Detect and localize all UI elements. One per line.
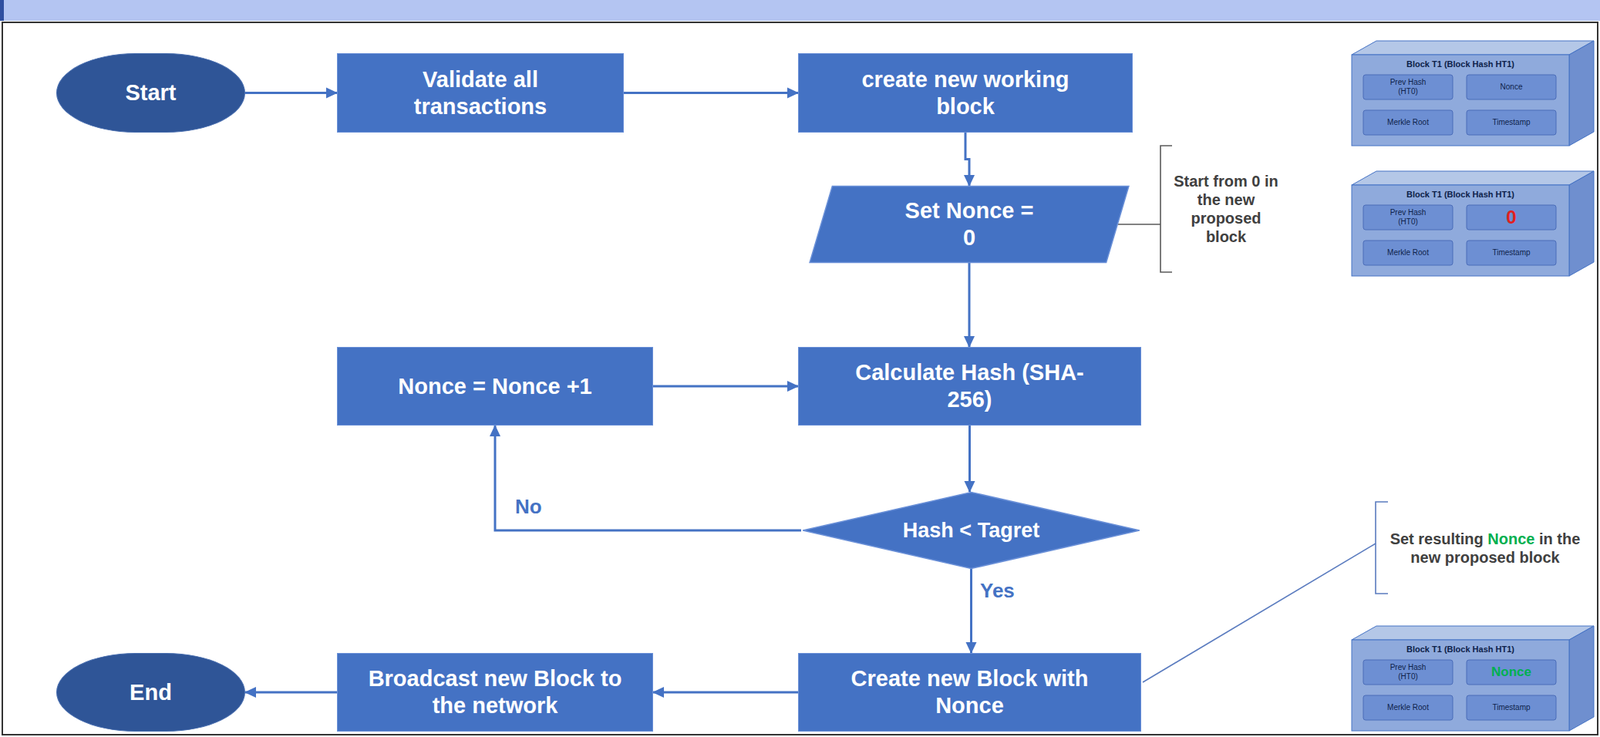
flow-arrow — [653, 385, 799, 388]
label-holder: Merkle Root — [1364, 696, 1452, 720]
label-holder: Block T1 (Block Hash HT1) — [1355, 641, 1566, 659]
block-side-face — [1569, 40, 1594, 146]
block-field-label: Merkle Root — [1387, 117, 1429, 128]
shape-outline — [809, 186, 1129, 263]
block-top-face — [1351, 40, 1594, 55]
process-box: Validate all transactions — [336, 53, 624, 133]
label-holder: Start from 0 in the new proposed block — [1172, 150, 1280, 268]
block-top-face — [1351, 171, 1594, 186]
top-band — [0, 0, 1600, 21]
node-text: Calculate Hash (SHA-256) — [838, 359, 1102, 414]
shape-outline — [802, 492, 1140, 570]
top-band-mark — [0, 0, 4, 21]
node-text: End — [129, 679, 172, 707]
block-field-label: Timestamp — [1492, 703, 1530, 713]
label-holder: Set resulting Nonce in the new proposed … — [1384, 505, 1587, 592]
process-box: Nonce = Nonce +1 — [336, 346, 654, 426]
block-side-face — [1569, 171, 1594, 277]
flow-arrow — [968, 262, 971, 347]
block-front-face — [1351, 640, 1570, 731]
flow-arrow — [653, 691, 799, 694]
frame-border — [2, 22, 1598, 735]
flow-arrow — [623, 91, 799, 95]
block-front-face — [1351, 54, 1570, 146]
node-text: Broadcast new Block to the network — [356, 665, 634, 720]
block-field — [1466, 74, 1557, 100]
process-box: Create new Block with Nonce — [798, 653, 1142, 732]
block-field — [1466, 205, 1557, 230]
parallelogram-outline — [808, 185, 1131, 263]
block-field-label: Prev Hash (HT0) — [1383, 77, 1433, 97]
nonce-value: Nonce — [1491, 664, 1532, 681]
block-field — [1363, 74, 1453, 100]
label-holder: 0 — [1468, 205, 1555, 230]
label-holder: Prev Hash (HT0) — [1364, 660, 1452, 684]
label-holder: Timestamp — [1468, 111, 1555, 135]
block-field — [1363, 240, 1453, 266]
block-field — [1466, 110, 1557, 135]
block-field — [1363, 660, 1453, 685]
process-box: Calculate Hash (SHA-256) — [798, 346, 1142, 426]
edge-label: No — [512, 495, 545, 519]
block-title: Block T1 (Block Hash HT1) — [1406, 59, 1515, 70]
flow-arrow — [968, 425, 971, 492]
flow-arrow — [245, 691, 337, 694]
label-holder: Merkle Root — [1364, 241, 1452, 265]
block-field-label: Prev Hash (HT0) — [1383, 208, 1433, 227]
process-box: Broadcast new Block to the network — [336, 653, 654, 732]
block-title: Block T1 (Block Hash HT1) — [1406, 644, 1515, 655]
input-parallelogram: Set Nonce = 0 — [808, 185, 1131, 263]
block-front-face — [1351, 185, 1570, 277]
node-text: Hash < Tagret — [902, 518, 1040, 543]
label-holder: Block T1 (Block Hash HT1) — [1355, 56, 1566, 74]
edge-label: Yes — [977, 579, 1018, 603]
block-field-label: Merkle Root — [1387, 703, 1429, 713]
node-text: create new working block — [842, 66, 1089, 121]
label-holder: Prev Hash (HT0) — [1364, 205, 1452, 230]
block-title: Block T1 (Block Hash HT1) — [1406, 189, 1515, 200]
block-field — [1466, 660, 1557, 685]
label-holder: Nonce — [1468, 75, 1555, 99]
label-holder: Block T1 (Block Hash HT1) — [1355, 186, 1566, 204]
flow-arrow — [970, 569, 973, 654]
block-side-face — [1569, 626, 1594, 731]
label-holder: Timestamp — [1468, 241, 1555, 265]
end-terminal: End — [56, 653, 246, 732]
flow-arrow — [245, 91, 337, 95]
callout-note: Set resulting Nonce in the new proposed … — [1384, 529, 1587, 567]
flow-arrow — [965, 132, 970, 186]
node-text: Create new Block with Nonce — [842, 665, 1098, 720]
block-field-label: Nonce — [1500, 82, 1523, 92]
block-top-face — [1351, 626, 1594, 640]
block-field-label: Merkle Root — [1387, 248, 1429, 258]
block-field-label: Timestamp — [1492, 248, 1530, 258]
callout-bracket — [1118, 145, 1173, 273]
flow-arrow — [495, 425, 802, 531]
callout-bracket — [1142, 501, 1388, 683]
label-holder: Merkle Root — [1364, 111, 1452, 135]
decision-diamond: Hash < Tagret — [801, 491, 1142, 570]
start-terminal: Start — [56, 53, 246, 133]
process-box: create new working block — [798, 53, 1133, 133]
block-field — [1363, 110, 1453, 135]
node-text: Validate all transactions — [380, 66, 581, 121]
block-field-label: Timestamp — [1492, 117, 1530, 128]
block-field — [1363, 695, 1453, 721]
block-illustration — [1351, 40, 1594, 731]
label-holder: Timestamp — [1468, 696, 1555, 720]
block-field — [1466, 240, 1557, 266]
node-text: Start — [124, 79, 176, 107]
node-text: Set Nonce = 0 — [899, 197, 1039, 252]
block-field — [1466, 695, 1557, 721]
nonce-value: 0 — [1505, 206, 1516, 230]
label-holder: Prev Hash (HT0) — [1364, 75, 1452, 99]
callout-note: Start from 0 in the new proposed block — [1172, 171, 1280, 246]
node-text: Nonce = Nonce +1 — [397, 373, 592, 401]
label-holder: Nonce — [1468, 660, 1555, 684]
block-field — [1363, 205, 1453, 230]
block-field-label: Prev Hash (HT0) — [1383, 663, 1433, 682]
